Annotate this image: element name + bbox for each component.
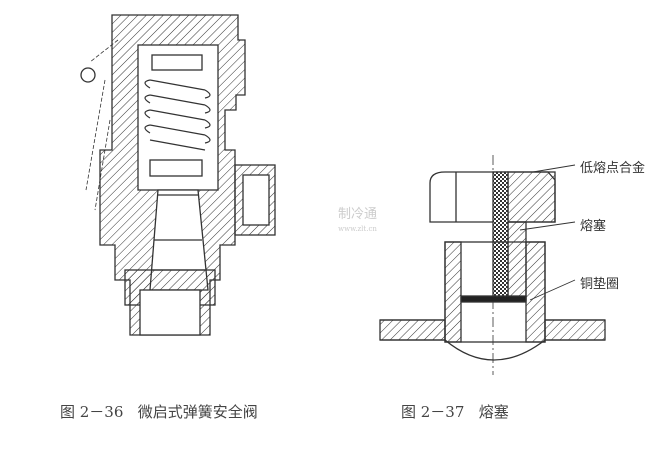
figure-title: 微启式弹簧安全阀 — [137, 403, 258, 421]
watermark-text: 制冷通 — [338, 207, 378, 222]
caption-fig-2-37: 图 2－37 熔塞 — [401, 401, 509, 422]
label-copper-washer: 铜垫圈 — [580, 277, 620, 292]
figure-number: 图 2－36 — [60, 403, 124, 421]
fuse-plug-drawing — [379, 155, 606, 375]
caption-fig-2-36: 图 2－36 微启式弹簧安全阀 — [60, 401, 258, 422]
watermark: 制冷通 www.zlt.cn — [338, 208, 377, 236]
safety-valve-drawing — [80, 14, 276, 336]
figure-number: 图 2－37 — [401, 403, 465, 421]
watermark-url: www.zlt.cn — [338, 225, 377, 233]
label-low-melting-alloy: 低熔点合金 — [580, 161, 646, 176]
figure-title: 熔塞 — [478, 403, 509, 421]
label-fuse-plug: 熔塞 — [580, 219, 607, 234]
